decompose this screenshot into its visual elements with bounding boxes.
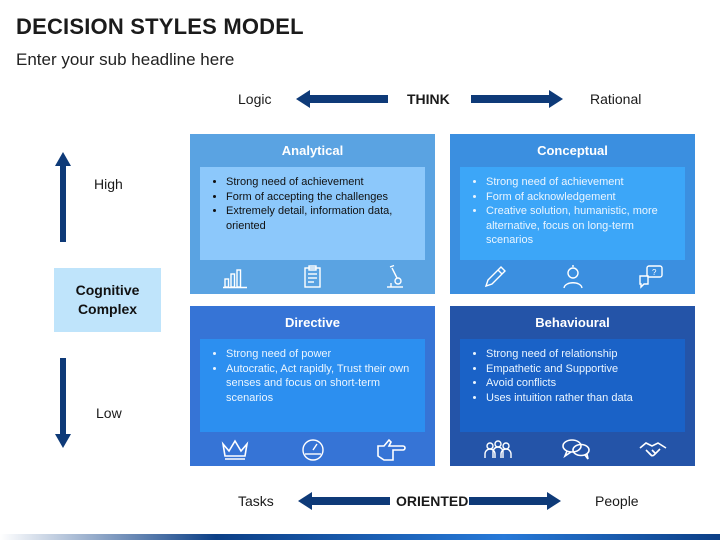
quadrant-content-box: Strong need of achievement Form of accep… [200,167,425,260]
cognitive-label-line2: Complex [77,301,138,317]
page-subtitle: Enter your sub headline here [16,50,235,69]
quadrant-title: Conceptual [537,143,608,158]
right-arrow-icon [469,492,561,510]
quadrant-behavioural: Behavioural Strong need of relationship … [450,306,695,466]
quadrant-title: Directive [285,315,340,330]
quadrant-icons [450,436,695,464]
list-item: Empathetic and Supportive [486,362,675,377]
microscope-icon [387,264,403,288]
down-arrow-icon [55,358,71,448]
team-icon [484,440,512,458]
quadrant-content-box: Strong need of relationship Empathetic a… [460,339,685,432]
person-idea-icon [563,265,583,289]
list-item: Extremely detail, information data, orie… [226,204,415,233]
bar-chart-icon [223,269,247,289]
list-item: Form of accepting the challenges [226,190,415,205]
quadrant-icons: ? [450,264,695,292]
quadrant-directive: Directive Strong need of power Autocrati… [190,306,435,466]
handshake-icon [639,442,667,457]
list-item: Uses intuition rather than data [486,391,675,406]
left-arrow-icon [296,90,388,108]
bottom-axis-center-label: ORIENTED [396,493,469,509]
list-item: Creative solution, humanistic, more alte… [486,204,675,248]
list-item: Strong need of achievement [226,175,415,190]
quadrant-title: Analytical [281,143,344,158]
bottom-axis-right-label: People [595,493,639,509]
clipboard-icon [304,265,321,288]
gauge-icon [302,439,324,461]
list-item: Strong need of relationship [486,347,675,362]
list-item: Strong need of power [226,347,415,362]
quadrant-content-box: Strong need of achievement Form of ackno… [460,167,685,260]
page-title: DECISION STYLES MODEL [16,14,304,39]
svg-text:?: ? [652,268,657,277]
vertical-axis-high-label: High [94,176,123,192]
question-chat-icon: ? [639,265,663,289]
cognitive-complex-box: Cognitive Complex [54,268,161,332]
list-item: Strong need of achievement [486,175,675,190]
list-item: Autocratic, Act rapidly, Trust their own… [226,362,415,406]
quadrant-analytical: Analytical Strong need of achievement Fo… [190,134,435,294]
up-arrow-icon [55,152,71,242]
bottom-axis-left-label: Tasks [238,493,274,509]
pencil-icon [484,266,506,288]
quadrant-title: Behavioural [535,315,610,330]
list-item: Form of acknowledgement [486,190,675,205]
quadrant-content-box: Strong need of power Autocratic, Act rap… [200,339,425,432]
left-arrow-icon [298,492,390,510]
top-axis-right-label: Rational [590,91,642,107]
cognitive-label-line1: Cognitive [75,282,140,298]
top-axis-left-label: Logic [238,91,272,107]
quadrant-icons [190,264,435,292]
right-arrow-icon [471,90,563,108]
pointing-hand-icon [377,438,406,461]
bottom-decorative-strip [0,534,720,540]
chat-bubbles-icon [562,439,590,460]
list-item: Avoid conflicts [486,376,675,391]
crown-icon [221,439,249,460]
top-axis-center-label: THINK [407,91,450,107]
vertical-axis-low-label: Low [96,405,122,421]
quadrant-conceptual: Conceptual Strong need of achievement Fo… [450,134,695,294]
quadrant-icons [190,436,435,464]
